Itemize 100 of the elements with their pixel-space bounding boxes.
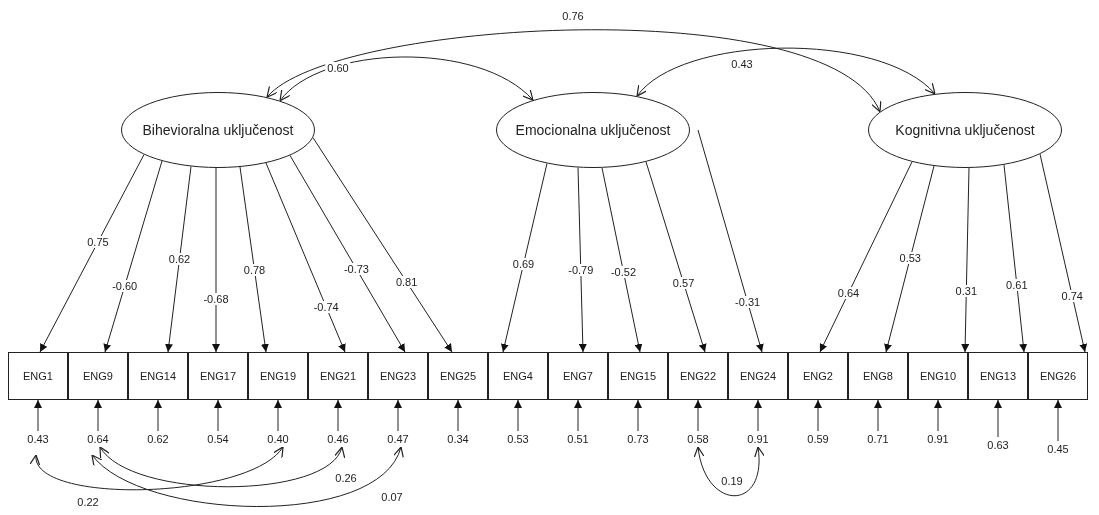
loading-arrow (884, 165, 935, 353)
path-coefficient: 0.43 (729, 58, 755, 70)
error-arrow (94, 399, 102, 432)
error-variance: 0.34 (440, 431, 476, 447)
indicator-box: ENG2 (788, 352, 848, 400)
error-variance: 0.40 (260, 431, 296, 447)
loading-arrow (103, 160, 163, 353)
indicator-box: ENG22 (668, 352, 728, 400)
loading-arrow (961, 167, 970, 353)
latent-label: Emocionalna uključenost (515, 120, 671, 140)
error-variance: 0.64 (80, 431, 116, 447)
error-variance: 0.91 (740, 431, 776, 447)
path-coefficient: 0.62 (166, 253, 193, 265)
path-coefficient: -0.52 (608, 266, 638, 278)
path-coefficient: -0.60 (110, 280, 140, 292)
covariance-arrow (636, 47, 936, 97)
loading-arrow (265, 162, 346, 353)
indicator-box: ENG23 (368, 352, 428, 400)
error-arrow (574, 399, 582, 432)
path-coefficient: 0.76 (560, 10, 586, 22)
path-coefficient: 0.26 (333, 472, 359, 484)
latent-label: Kognitivna uključenost (895, 120, 1035, 140)
error-variance: 0.91 (920, 431, 956, 447)
loading-arrow (601, 167, 643, 353)
error-variance: 0.73 (620, 431, 656, 447)
loading-arrow (577, 167, 587, 353)
loading-arrow (239, 166, 269, 353)
covariance-arrow (279, 56, 534, 102)
path-coefficient: 0.81 (393, 276, 420, 288)
path-coefficient: -0.31 (733, 296, 763, 308)
loading-arrow (1039, 153, 1088, 353)
path-coefficient: -0.73 (341, 263, 371, 275)
indicator-box: ENG10 (908, 352, 968, 400)
indicator-box: ENG14 (128, 352, 188, 400)
error-arrow (274, 399, 282, 432)
indicator-box: ENG8 (848, 352, 908, 400)
loading-arrow (212, 167, 220, 353)
loading-arrow (645, 161, 707, 353)
covariance-arrow (33, 446, 284, 491)
error-arrow (514, 399, 522, 432)
path-coefficient: 0.61 (1004, 279, 1030, 291)
path-coefficient: 0.31 (953, 285, 979, 297)
path-coefficient: -0.79 (566, 264, 596, 276)
error-arrow (394, 399, 402, 432)
error-variance: 0.62 (140, 431, 176, 447)
loading-arrow (500, 162, 548, 353)
path-coefficient: 0.19 (719, 475, 745, 487)
indicator-box: ENG1 (8, 352, 68, 400)
loading-arrow (819, 161, 913, 353)
error-arrow (814, 399, 822, 432)
error-variance: 0.51 (560, 431, 596, 447)
error-arrow (1054, 399, 1062, 442)
latent-variable-ellipse (496, 92, 690, 168)
covariance-arrow (99, 446, 343, 488)
error-arrow (994, 399, 1002, 438)
indicator-box: ENG7 (548, 352, 608, 400)
loading-arrow (697, 129, 764, 353)
loading-arrow (39, 154, 145, 353)
indicator-box: ENG17 (188, 352, 248, 400)
path-coefficient: 0.60 (325, 62, 351, 74)
latent-variable-ellipse (868, 92, 1062, 168)
indicator-box: ENG26 (1028, 352, 1088, 400)
path-coefficient: 0.64 (835, 287, 862, 299)
path-coefficient: 0.69 (510, 258, 537, 270)
error-arrow (334, 399, 342, 432)
error-variance: 0.58 (680, 431, 716, 447)
path-coefficient: 0.78 (241, 264, 268, 276)
path-coefficient: 0.74 (1059, 290, 1085, 302)
loading-arrow (289, 154, 406, 353)
error-arrow (934, 399, 942, 432)
error-variance: 0.47 (380, 431, 416, 447)
path-coefficient: 0.75 (85, 236, 111, 248)
path-coefficient: 0.53 (897, 252, 923, 264)
error-arrow (214, 399, 222, 432)
indicator-box: ENG4 (488, 352, 548, 400)
error-variance: 0.53 (500, 431, 536, 447)
path-coefficient: -0.68 (201, 293, 231, 305)
error-variance: 0.43 (20, 431, 56, 447)
error-arrow (634, 399, 642, 432)
covariance-arrow (694, 446, 765, 497)
indicator-box: ENG19 (248, 352, 308, 400)
latent-variable-ellipse (121, 92, 315, 168)
indicator-box: ENG13 (968, 352, 1028, 400)
loading-arrow (1003, 164, 1028, 353)
path-coefficient: -0.74 (311, 301, 341, 313)
indicator-box: ENG9 (68, 352, 128, 400)
error-arrow (754, 399, 762, 432)
error-arrow (874, 399, 882, 432)
path-coefficient: 0.07 (379, 491, 405, 503)
indicator-box: ENG21 (308, 352, 368, 400)
error-variance: 0.59 (800, 431, 836, 447)
error-variance: 0.45 (1040, 441, 1076, 457)
covariance-arrow (91, 446, 402, 507)
error-arrow (34, 399, 42, 432)
loading-arrow (165, 166, 192, 353)
latent-label: Bihevioralna uključenost (142, 120, 294, 140)
error-arrow (454, 399, 462, 432)
path-coefficient: 0.57 (670, 277, 697, 289)
error-arrow (694, 399, 702, 432)
error-variance: 0.46 (320, 431, 356, 447)
